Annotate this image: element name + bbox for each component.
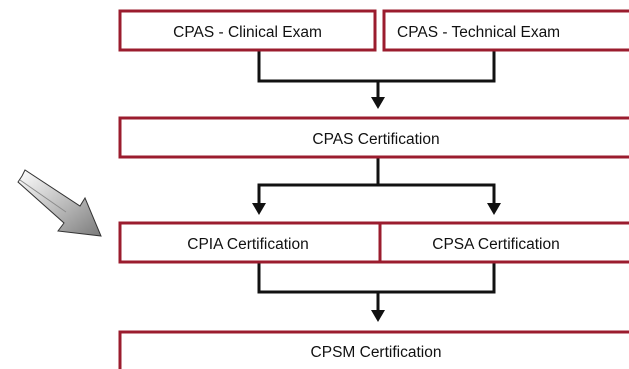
box-cpia-cpsa-row <box>118 221 629 264</box>
connector-arrowhead-to-cpsa <box>487 203 501 215</box>
box-clinical-exam: CPAS - Clinical Exam <box>118 9 377 52</box>
box-cpia-certification-label: CPIA Certification <box>187 236 308 253</box>
box-cpsm-certification-label: CPSM Certification <box>311 344 442 361</box>
pointer-arrow-icon <box>17 169 102 237</box>
box-cpas-certification: CPAS Certification <box>118 116 629 159</box>
box-cpas-certification-label: CPAS Certification <box>312 131 439 148</box>
pointer-arrow-shade <box>19 179 67 213</box>
connector-arrowhead-to-cpas <box>371 97 385 109</box>
connector-arrowhead-to-cpsm <box>371 310 385 322</box>
connector-cpas-to-cpia-cpsa <box>257 158 496 204</box>
box-clinical-exam-label: CPAS - Clinical Exam <box>173 24 322 41</box>
box-technical-exam-label: CPAS - Technical Exam <box>397 24 560 41</box>
box-technical-exam: CPAS - Technical Exam <box>382 9 629 52</box>
connector-exams-to-cpas <box>257 50 496 98</box>
box-cpsa-certification-label: CPSA Certification <box>432 236 560 253</box>
connector-cpia-cpsa-to-cpsm <box>257 263 496 311</box>
connector-arrowhead-to-cpia <box>252 203 266 215</box>
box-cpsm-certification: CPSM Certification <box>118 330 629 369</box>
